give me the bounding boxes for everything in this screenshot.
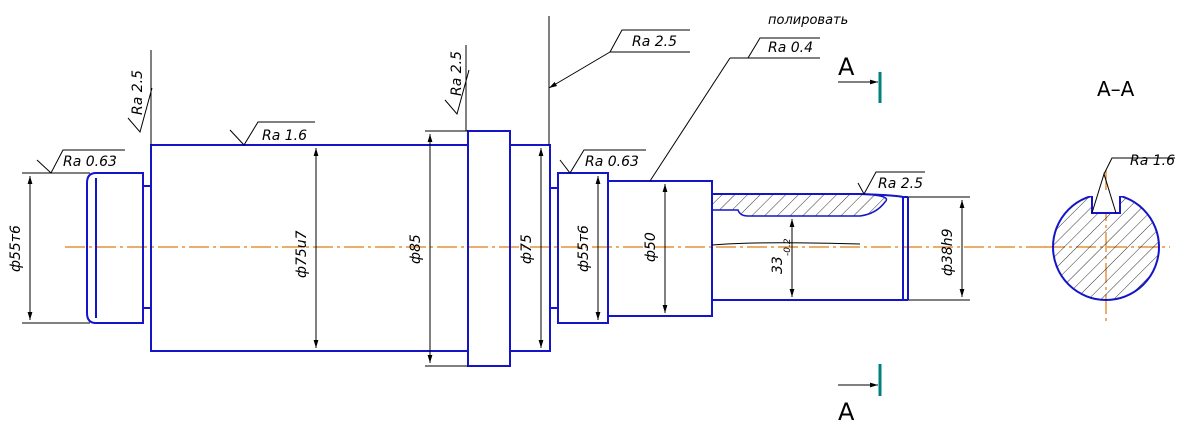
dim-label-d3: ф85 [408, 234, 424, 264]
dimension-lines [22, 130, 970, 367]
step-50 [607, 180, 713, 317]
dim-label-d4: ф75 [519, 234, 535, 264]
roughness-label-r1: Ra 2.5 [130, 70, 146, 115]
dim-label-d6: ф50 [643, 232, 659, 262]
dim-label-d1: ф55т6 [8, 225, 24, 272]
section-letter-top: A [838, 53, 855, 81]
roughness-label-r6: Ra 0.63 [585, 154, 639, 170]
roughness-label-r3: Ra 0.63 [63, 154, 117, 170]
right-groove [549, 187, 559, 309]
roughness-label-r8: Ra 2.5 [878, 176, 923, 192]
section-title: A–A [1097, 77, 1135, 101]
roughness-label-r5: Ra 2.5 [632, 34, 677, 50]
left-journal [86, 172, 144, 324]
section-letter-bottom: A [838, 398, 855, 426]
dim-label-d2: ф75u7 [294, 230, 310, 278]
roughness-label-r2: Ra 1.6 [262, 128, 307, 144]
dim-label-d7: 33 [770, 256, 786, 274]
roughness-label-r7: Ra 0.4 [768, 40, 813, 56]
keyway-break-line [711, 242, 861, 246]
dim-label-d5: ф55т6 [576, 225, 592, 272]
roughness-label-r4: Ra 2.5 [449, 51, 465, 96]
collar [467, 130, 511, 367]
roughness-label-r9: Ra 1.6 [1130, 153, 1175, 169]
dim-label-d8: ф38h9 [940, 228, 956, 276]
section-cut-marks [838, 72, 882, 396]
dim-label-d7-tolerance: -0.2 [783, 238, 793, 256]
shaft-outline [86, 130, 909, 367]
keyway-section [711, 193, 888, 217]
roughness-leaders [36, 16, 925, 196]
polish-note: полировать [768, 13, 848, 28]
section-view [1052, 157, 1175, 301]
